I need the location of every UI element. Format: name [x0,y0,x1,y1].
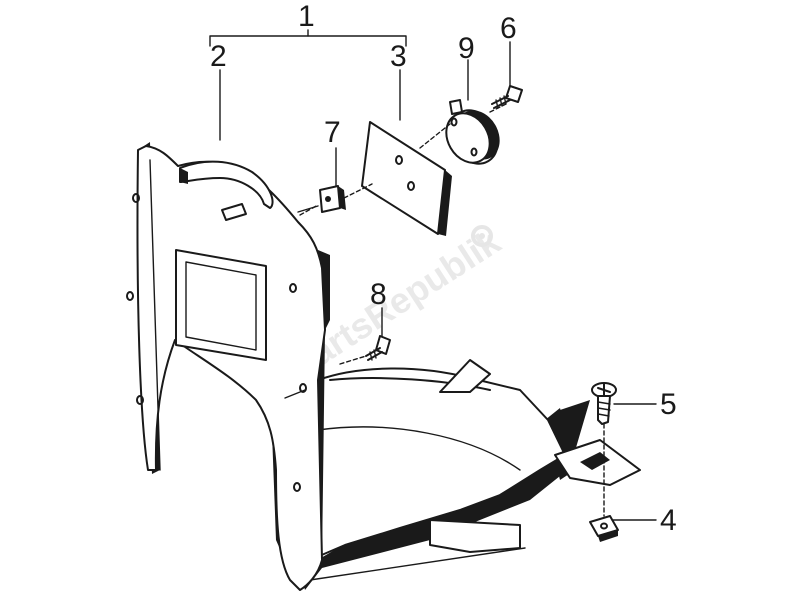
screw-6 [491,85,523,109]
callout-3: 3 [390,40,407,73]
callout-1: 1 [298,0,315,33]
screw-8 [365,335,391,361]
callout-8: 8 [370,278,387,311]
callout-2: 2 [210,40,227,73]
callout-labels: 1 2 3 4 5 6 7 8 9 [210,0,677,537]
leg-shield [126,142,330,591]
nut-clip [319,185,346,213]
watermark-gear-icon [471,225,493,247]
lower-fairing [300,359,641,590]
cover-plate [361,121,452,236]
grommet [445,99,500,165]
leader-lines [209,29,657,521]
callout-6: 6 [500,12,517,45]
callout-7: 7 [324,116,341,149]
callout-4: 4 [660,504,677,537]
callout-5: 5 [660,388,677,421]
clip-nut-4 [589,515,619,542]
screw-5 [591,382,617,425]
callout-9: 9 [458,32,475,65]
